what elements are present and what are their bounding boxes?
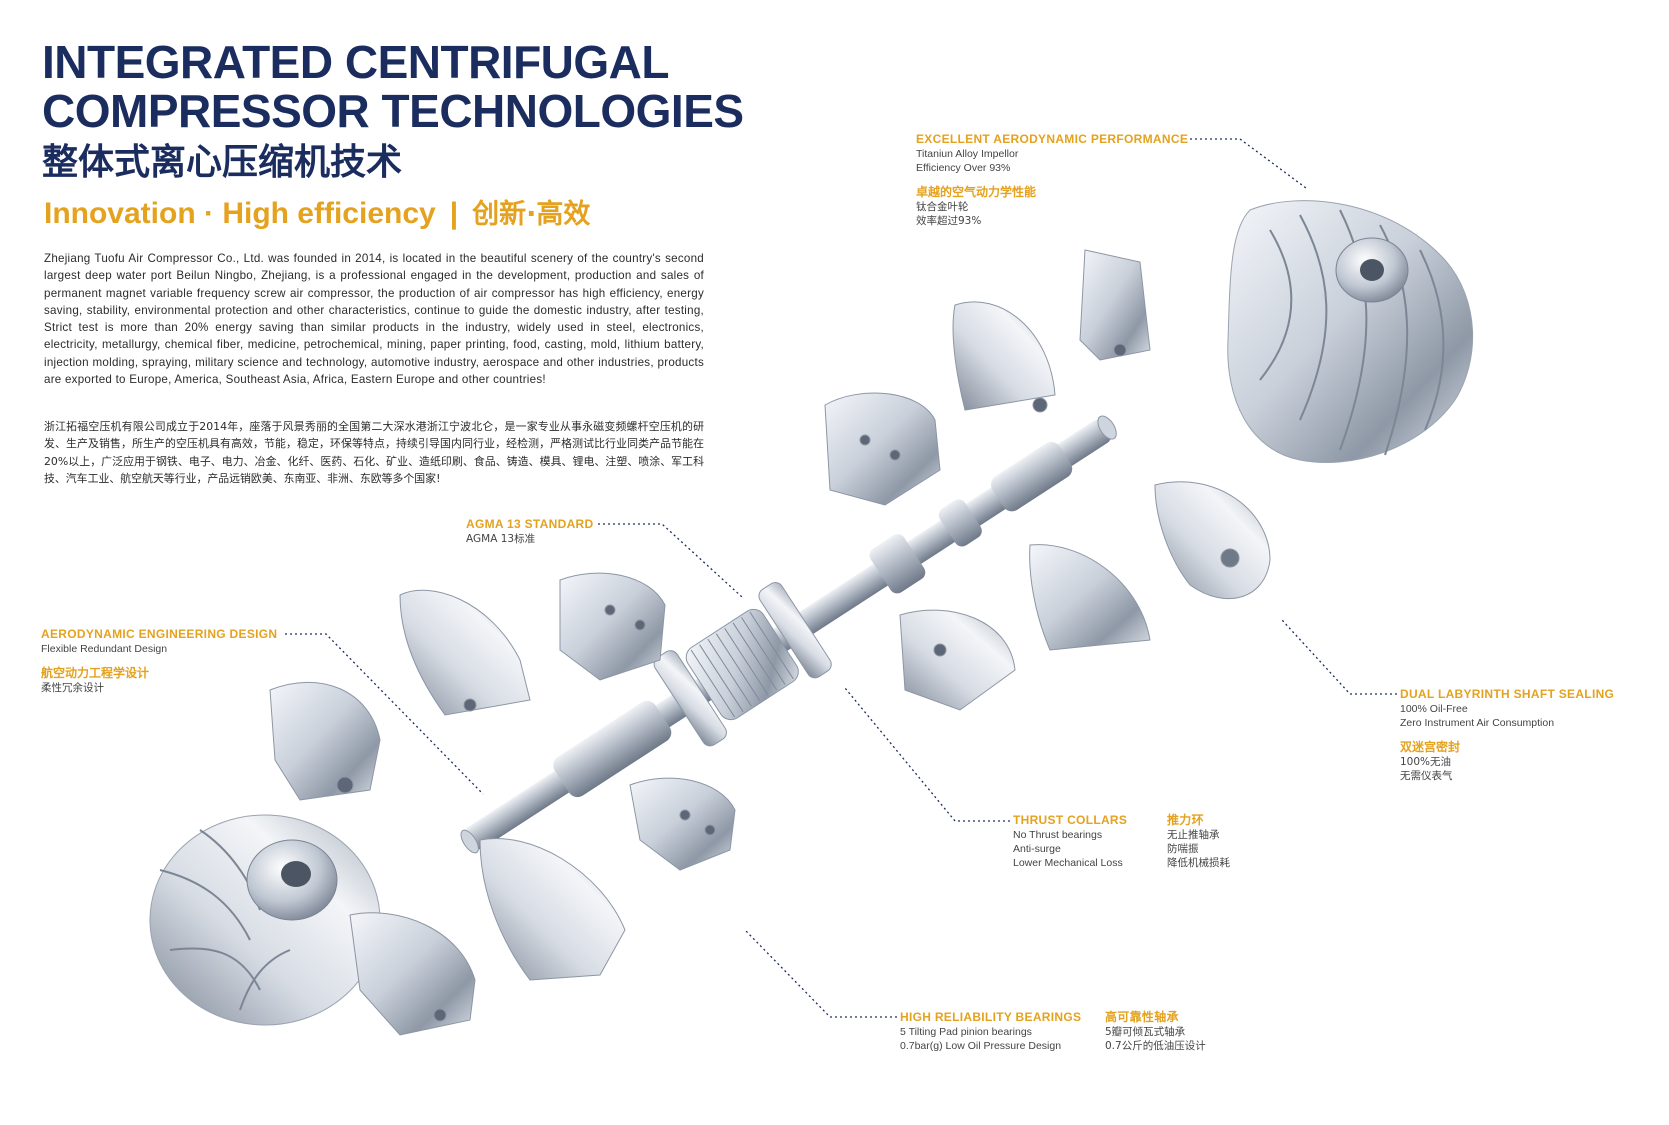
callout-title-cn: 卓越的空气动力学性能 bbox=[916, 185, 1037, 199]
callout-line-cn: 钛合金叶轮 bbox=[916, 201, 969, 213]
callout-line: 0.7bar(g) Low Oil Pressure Design bbox=[900, 1040, 1062, 1052]
callout-title-cn: 高可靠性轴承 bbox=[1105, 1010, 1179, 1024]
callout-title-cn: 航空动力工程学设计 bbox=[41, 666, 150, 680]
callout-line: Efficiency Over 93% bbox=[916, 162, 1011, 174]
page-title-line-1: INTEGRATED CENTRIFUGAL bbox=[42, 36, 670, 88]
callout-title: EXCELLENT AERODYNAMIC PERFORMANCE bbox=[916, 132, 1189, 146]
callout-line-cn: 无止推轴承 bbox=[1167, 829, 1220, 841]
tagline: Innovation · High efficiency | 创新·高效 bbox=[44, 194, 590, 235]
callout-title: AGMA 13 STANDARD bbox=[466, 517, 594, 531]
callout-thrust-collars: THRUST COLLARS No Thrust bearings Anti-s… bbox=[1013, 812, 1243, 892]
callout-title: DUAL LABYRINTH SHAFT SEALING bbox=[1400, 687, 1615, 701]
callout-line: 100% Oil-Free bbox=[1400, 703, 1468, 715]
callout-line-cn: 柔性冗余设计 bbox=[41, 682, 104, 694]
callout-line: AGMA 13标准 bbox=[466, 533, 536, 545]
callout-line-cn: 无需仪表气 bbox=[1400, 770, 1453, 782]
page-title-chinese: 整体式离心压缩机技术 bbox=[42, 142, 403, 183]
callout-title: AERODYNAMIC ENGINEERING DESIGN bbox=[41, 627, 278, 641]
callout-agma-standard: AGMA 13 STANDARD AGMA 13标准 bbox=[466, 516, 593, 546]
callout-line: Anti-surge bbox=[1013, 843, 1061, 855]
callout-title: THRUST COLLARS bbox=[1013, 813, 1128, 827]
callout-line-cn: 效率超过93% bbox=[916, 215, 982, 227]
callout-line-cn: 5瓣可倾瓦式轴承 bbox=[1105, 1026, 1186, 1038]
callout-line: Zero Instrument Air Consumption bbox=[1400, 717, 1555, 729]
intro-paragraph-chinese: 浙江拓福空压机有限公司成立于2014年，座落于风景秀丽的全国第二大深水港浙江宁波… bbox=[44, 420, 704, 486]
callout-line-cn: 100%无油 bbox=[1400, 756, 1452, 768]
callout-line: Lower Mechanical Loss bbox=[1013, 857, 1123, 869]
tagline-separator: | bbox=[449, 197, 459, 230]
callout-labyrinth-sealing: DUAL LABYRINTH SHAFT SEALING 100% Oil-Fr… bbox=[1400, 686, 1614, 783]
callout-reliability-bearings: HIGH RELIABILITY BEARINGS 5 Tilting Pad … bbox=[900, 1009, 1220, 1069]
tagline-english: Innovation · High efficiency bbox=[44, 197, 436, 230]
callout-line-cn: 0.7公斤的低油压设计 bbox=[1105, 1040, 1206, 1052]
callout-title-cn: 双迷宫密封 bbox=[1400, 740, 1461, 754]
callout-aerodynamic-design: AERODYNAMIC ENGINEERING DESIGN Flexible … bbox=[41, 626, 277, 695]
callout-line-cn: 降低机械损耗 bbox=[1167, 857, 1230, 869]
callout-line-cn: 防喘振 bbox=[1167, 843, 1199, 855]
callout-line: No Thrust bearings bbox=[1013, 829, 1103, 841]
callout-title-cn: 推力环 bbox=[1167, 813, 1204, 827]
page-title-line-2: COMPRESSOR TECHNOLOGIES bbox=[42, 85, 744, 137]
callout-line: 5 Tilting Pad pinion bearings bbox=[900, 1026, 1032, 1038]
callout-aerodynamic-performance: EXCELLENT AERODYNAMIC PERFORMANCE Titani… bbox=[916, 131, 1188, 228]
callout-line: Titaniun Alloy Impellor bbox=[916, 148, 1019, 160]
callout-line: Flexible Redundant Design bbox=[41, 643, 168, 655]
tagline-chinese: 创新·高效 bbox=[472, 199, 591, 230]
intro-paragraph-english: Zhejiang Tuofu Air Compressor Co., Ltd. … bbox=[44, 252, 704, 387]
callout-title: HIGH RELIABILITY BEARINGS bbox=[900, 1010, 1082, 1024]
